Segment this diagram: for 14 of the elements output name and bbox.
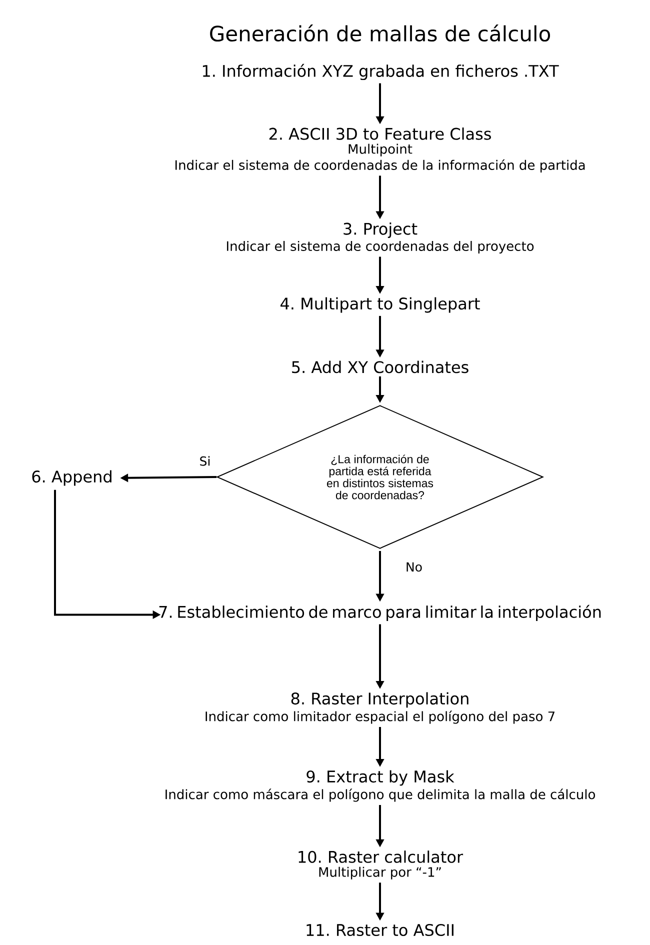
step-label: 8. Raster Interpolation Indicar como limitador espacial el polígono del paso 7 bbox=[206, 692, 554, 724]
step-label: 3. Project Indicar el sistema de coordenadas del proyecto bbox=[226, 222, 534, 254]
step-label: 7. Establecimiento de marco para limitar la interpolación bbox=[159, 604, 601, 622]
step-label: 10. Raster calculator Multiplicar por “-1” bbox=[298, 850, 464, 880]
step-label: 11. Raster to ASCII bbox=[306, 924, 454, 936]
edge-label: Si bbox=[198, 455, 212, 467]
step-label: 4. Multipart to Singlepart bbox=[280, 297, 480, 313]
edge-label: No bbox=[404, 561, 424, 573]
step-label: 1. Información XYZ grabada en ficheros .TXT bbox=[202, 64, 559, 80]
step-label: 6. Append bbox=[32, 470, 112, 486]
step-label: 5. Add XY Coordinates bbox=[292, 360, 468, 374]
title: Generación de mallas de cálculo bbox=[210, 24, 550, 42]
step-label: 9. Extract by Mask Indicar como máscara el polígono que delimita la malla de cálculo bbox=[166, 770, 596, 802]
step-label: 2. ASCII 3D to Feature Class Multipoint Indicar el sistema de coordenadas de la información de partida bbox=[175, 128, 585, 172]
